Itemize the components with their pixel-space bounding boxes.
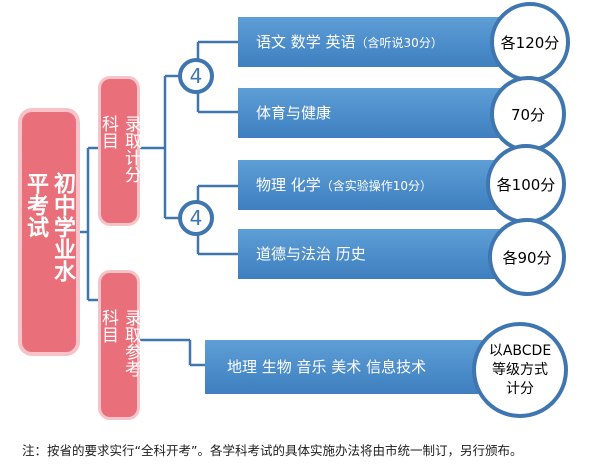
- subject-bar-4: 道德与法治 历史: [238, 229, 523, 279]
- reference-subject-text: 地理 生物 音乐 美术 信息技术: [227, 358, 427, 376]
- subject-bar-1-text: 语文 数学 英语: [256, 33, 356, 51]
- reference-score-line-2: 等级方式: [492, 361, 548, 378]
- reference-subject-bar: 地理 生物 音乐 美术 信息技术: [205, 340, 495, 394]
- score-1: 各120分: [500, 33, 560, 52]
- subject-bar-3: 物理 化学（含实验操作10分）: [238, 160, 523, 210]
- subject-bar-3-suffix: （含实验操作10分）: [320, 179, 433, 193]
- score-circle-1: 各120分: [490, 2, 570, 82]
- score-circle-3: 各100分: [486, 144, 566, 224]
- reference-score-line-1: 以ABCDE: [488, 342, 552, 359]
- score-3: 各100分: [496, 175, 556, 194]
- score-4: 各90分: [502, 248, 552, 267]
- footnote: 注：按省的要求实行“全科开考”。各学科考试的具体实施办法将由市统一制订，另行颁布…: [22, 443, 523, 458]
- reference-score-line-3: 计分: [506, 380, 534, 397]
- subject-bar-4-text: 道德与法治 历史: [256, 245, 366, 263]
- main-title: 初中学业水平考试: [23, 172, 75, 282]
- reference-score-circle: 以ABCDE 等级方式 计分: [472, 322, 568, 418]
- category-label-reference: 录取参考科目: [98, 309, 141, 377]
- category-box-scoring: 录取计分科目: [98, 76, 141, 226]
- category-box-reference: 录取参考科目: [98, 270, 141, 420]
- score-circle-2: 70分: [490, 76, 566, 152]
- subject-bar-1-suffix: （含听说30分）: [355, 36, 443, 50]
- subject-bar-2-text: 体育与健康: [256, 104, 332, 122]
- group-count-badge-2: 4: [178, 200, 214, 236]
- subject-bar-2: 体育与健康: [238, 88, 523, 138]
- subject-bar-1: 语文 数学 英语（含听说30分）: [238, 17, 523, 67]
- score-2: 70分: [510, 105, 546, 124]
- group-count-badge-1: 4: [178, 58, 214, 94]
- main-title-box: 初中学业水平考试: [18, 108, 80, 356]
- score-circle-4: 各90分: [488, 218, 566, 296]
- category-label-scoring: 录取计分科目: [98, 115, 141, 183]
- subject-bar-3-text: 物理 化学: [256, 176, 321, 194]
